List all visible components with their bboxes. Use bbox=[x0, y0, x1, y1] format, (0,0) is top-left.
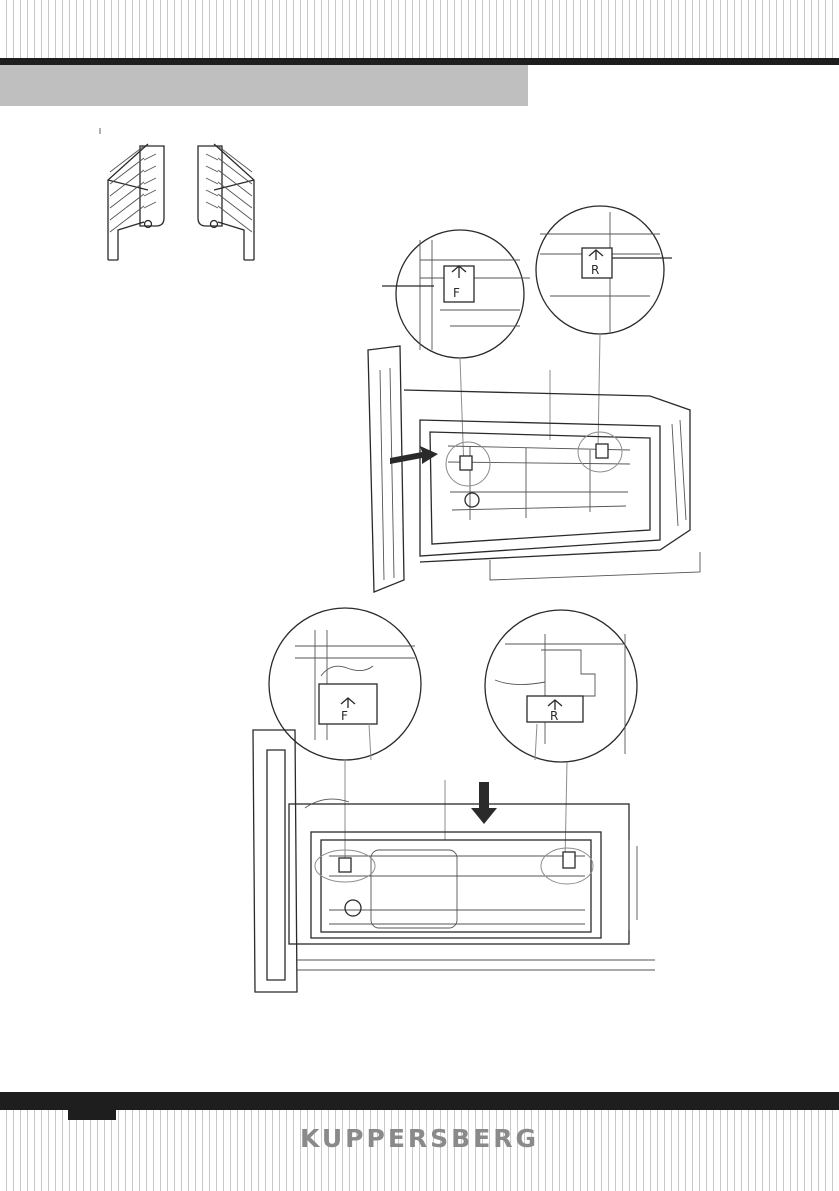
clip-label-f-side: F bbox=[341, 709, 348, 723]
telescopic-runners-figure bbox=[96, 120, 266, 270]
page-tab-marker bbox=[68, 1110, 116, 1120]
bottom-bar bbox=[0, 1092, 839, 1110]
runner-installation-front-figure: F R bbox=[360, 200, 750, 600]
clip-label-r: R bbox=[591, 263, 599, 277]
top-stripe-pattern bbox=[0, 0, 839, 58]
top-bar bbox=[0, 58, 839, 65]
brand-logo: KUPPERSBERG bbox=[0, 1124, 839, 1153]
section-header-band bbox=[0, 65, 528, 106]
clip-label-r-side: R bbox=[550, 709, 558, 723]
runner-installation-side-figure: F R bbox=[245, 620, 665, 1000]
clip-label-f: F bbox=[453, 286, 460, 300]
